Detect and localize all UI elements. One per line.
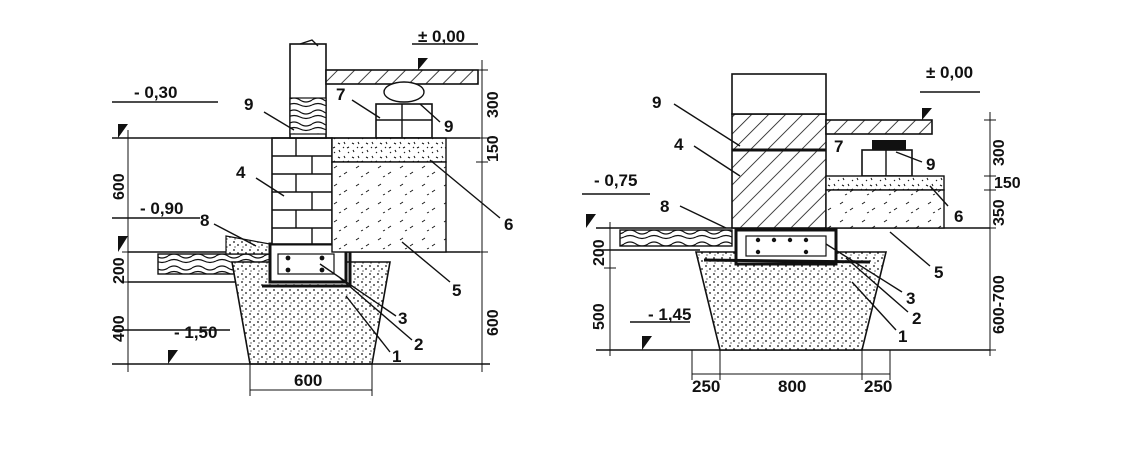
left-callout-1: 1 (392, 347, 401, 366)
left-callout-4: 4 (236, 163, 246, 182)
right-dim-r0: 300 (991, 139, 1008, 166)
right-level-a: - 0,75 (594, 171, 637, 190)
right-dim-l0: 200 (591, 239, 608, 266)
left-callout-6: 6 (504, 215, 513, 234)
right-dim-r3: 600-700 (991, 275, 1008, 334)
left-level-a: - 0,30 (134, 83, 177, 102)
left-detail: ± 0,00 - 0,30 - 0,90 - 1,50 600 200 400 … (111, 27, 513, 396)
right-foundation-beam (734, 228, 838, 266)
left-callout-8: 8 (200, 211, 209, 230)
right-callout-8: 8 (660, 197, 669, 216)
right-callout-4: 4 (674, 135, 684, 154)
right-gravel-footing (694, 251, 888, 351)
left-callout-5: 5 (452, 281, 461, 300)
right-floor-slab (825, 119, 933, 135)
right-dim-r1: 150 (994, 175, 1021, 192)
left-backfill-soil (331, 161, 447, 253)
right-level-zero: ± 0,00 (926, 63, 973, 82)
left-dim-r0: 300 (485, 91, 502, 118)
left-level-b: - 0,90 (140, 199, 183, 218)
left-level-zero: ± 0,00 (418, 27, 465, 46)
right-callout-1: 1 (898, 327, 907, 346)
right-callout-5: 5 (934, 263, 943, 282)
right-callout-9b: 9 (926, 155, 935, 174)
left-callout-9a: 9 (244, 95, 253, 114)
right-backfill-soil (825, 189, 945, 229)
right-callout-3: 3 (906, 289, 915, 308)
right-callout-2: 2 (912, 309, 921, 328)
right-dim-r2: 350 (991, 199, 1008, 226)
left-dim-l1: 200 (111, 257, 128, 284)
right-dim-l1: 500 (591, 303, 608, 330)
left-dim-r2: 600 (485, 309, 502, 336)
right-level-c: - 1,45 (648, 305, 691, 324)
right-dim-b0: 250 (692, 377, 720, 396)
right-concrete-wall (731, 113, 827, 229)
left-dim-r1: 150 (485, 135, 502, 162)
left-dim-bottom: 600 (294, 371, 322, 390)
right-dim-b1: 800 (778, 377, 806, 396)
right-callout-6: 6 (954, 207, 963, 226)
left-dim-l0: 600 (111, 173, 128, 200)
left-callout-3: 3 (398, 309, 407, 328)
right-callout-7: 7 (834, 137, 843, 156)
right-detail: ± 0,00 - 0,75 - 1,45 200 500 300 150 350… (582, 63, 1021, 396)
left-callout-9b: 9 (444, 117, 453, 136)
right-board (619, 229, 733, 247)
right-callout-9a: 9 (652, 93, 661, 112)
left-callout-2: 2 (414, 335, 423, 354)
left-dim-l2: 400 (111, 315, 128, 342)
left-level-c: - 1,50 (174, 323, 217, 342)
left-callout-7: 7 (336, 85, 345, 104)
right-dim-b2: 250 (864, 377, 892, 396)
